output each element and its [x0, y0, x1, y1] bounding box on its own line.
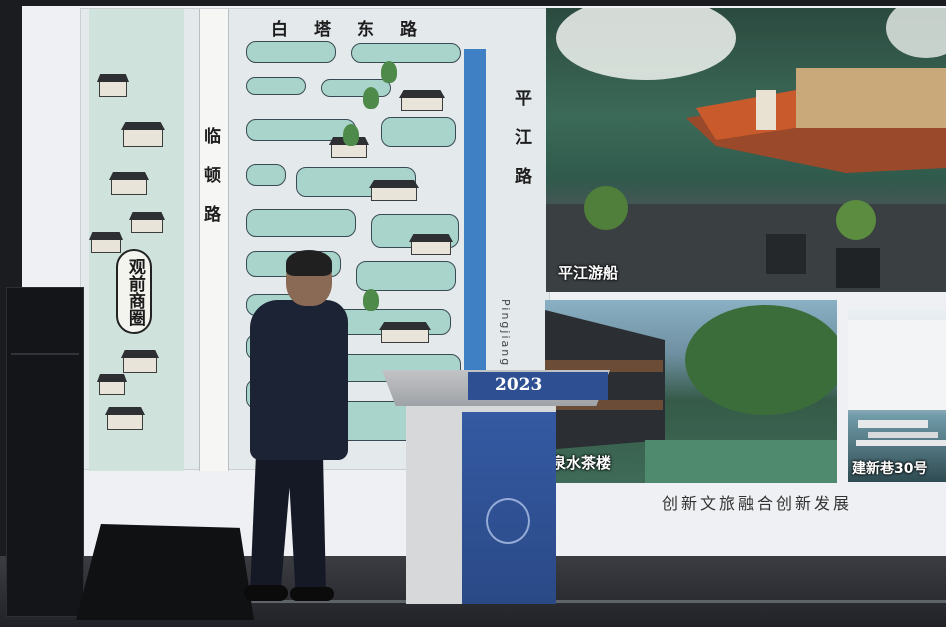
presenter-shoe [290, 587, 334, 601]
podium-top-banner [468, 372, 608, 400]
presenter-hand [318, 378, 348, 402]
map-house [123, 129, 163, 147]
map-label-baita-road: 白塔东路 [271, 20, 443, 40]
map-label-pingjiang-road: 平江路 [511, 89, 531, 206]
map-block [246, 164, 286, 186]
map-label-lindun-road: 临顿路 [200, 127, 220, 244]
map-tree [381, 61, 397, 83]
map-house [131, 219, 163, 233]
alley-photo: 建新巷30号 [848, 310, 946, 482]
boat-illustration [546, 8, 946, 292]
teahouse-photo-caption: 泉水茶楼 [551, 454, 612, 472]
map-block [351, 43, 461, 63]
map-block [246, 41, 336, 63]
map-house [381, 329, 429, 343]
map-house [99, 381, 125, 395]
map-tree [363, 289, 379, 311]
map-house [123, 357, 157, 373]
map-house [91, 239, 121, 253]
map-road-lindun [199, 9, 229, 471]
map-house [411, 241, 451, 255]
map-house [331, 144, 367, 158]
map-label-guanqian-district: 观前商圈 [116, 249, 152, 334]
map-block [246, 77, 306, 95]
map-house [401, 97, 443, 111]
podium-year: 2023 [495, 375, 543, 395]
boat-photo-caption: 平江游船 [558, 264, 619, 282]
map-block [246, 209, 356, 237]
map-block [381, 117, 456, 147]
map-label-pingjiang-latin: Pingjiang [499, 299, 512, 368]
map-house [107, 414, 143, 430]
podium-emblem-icon [486, 498, 530, 544]
map-house [111, 179, 147, 195]
boat-photo: 平江游船 [546, 8, 946, 292]
presenter-hair [286, 250, 332, 276]
teahouse-illustration [545, 305, 837, 483]
loudspeaker-cabinet [6, 287, 84, 617]
map-canal [464, 49, 486, 429]
slide-title: 创新文旅融合创新发展 [662, 494, 853, 513]
map-house [371, 187, 417, 201]
presenter-shoe [244, 585, 288, 601]
map-block [356, 261, 456, 291]
alley-illustration [848, 320, 946, 446]
map-block [321, 79, 391, 97]
map-tree [343, 124, 359, 146]
stage-monitor-speaker [76, 524, 254, 620]
map-house [99, 81, 127, 97]
alley-photo-caption: 建新巷30号 [852, 461, 928, 477]
map-tree [363, 87, 379, 109]
teahouse-photo: 泉水茶楼 [545, 300, 837, 483]
